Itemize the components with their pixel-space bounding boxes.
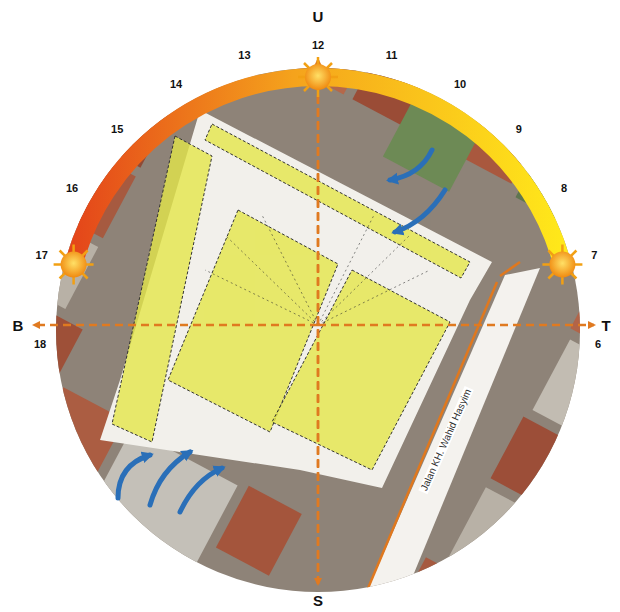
sun-icon <box>60 251 88 279</box>
aerial-photo <box>318 235 410 325</box>
wind-arrow <box>390 150 432 180</box>
hour-number: 18 <box>34 339 46 350</box>
wind-arrow <box>395 190 445 232</box>
compass-letter: S <box>313 593 323 608</box>
aerial-photo <box>125 18 211 108</box>
hour-number: 8 <box>561 183 567 194</box>
sun-icon <box>54 245 94 285</box>
aerial-photo <box>0 297 83 383</box>
aerial-photo <box>599 189 620 270</box>
aerial-photo <box>533 339 620 438</box>
aerial-photo <box>491 417 586 512</box>
aerial-photo <box>40 50 600 610</box>
aerial-photo <box>205 270 318 325</box>
sun-icon <box>542 245 582 285</box>
compass-axis <box>318 324 594 327</box>
compass-axis <box>317 70 320 584</box>
sun-icon <box>304 63 332 91</box>
aerial-photo <box>318 215 374 325</box>
hour-number: 6 <box>595 339 601 350</box>
hour-number: 11 <box>386 50 398 61</box>
compass-letter: T <box>601 318 610 333</box>
wind-arrow <box>118 150 445 512</box>
compass-axis <box>34 60 594 584</box>
aerial-photo <box>318 270 430 325</box>
sun-icon <box>298 57 338 97</box>
compass-axis <box>317 60 320 584</box>
hour-number: 12 <box>312 40 324 51</box>
sun-icon <box>305 64 331 90</box>
sun-path <box>74 77 563 265</box>
hour-number: 13 <box>238 50 250 61</box>
hour-number: 10 <box>454 79 466 90</box>
sun-icon <box>542 245 582 285</box>
sun-icon <box>298 57 338 97</box>
aerial-photo <box>448 487 547 590</box>
sun-icon <box>549 252 575 278</box>
sun-icon <box>61 252 87 278</box>
hour-number: 15 <box>111 124 123 135</box>
sun-icon <box>548 251 576 279</box>
sun-icon <box>54 57 583 285</box>
aerial-photo <box>216 486 302 576</box>
aerial-photo <box>112 124 470 470</box>
aerial-photo <box>100 110 492 488</box>
compass-letter: B <box>13 318 24 333</box>
hour-number: 9 <box>516 124 522 135</box>
hour-number: 16 <box>66 183 78 194</box>
sun-icon <box>54 245 94 285</box>
compass-letter: U <box>313 9 324 24</box>
aerial-photo <box>225 235 318 325</box>
aerial-photo <box>500 262 520 276</box>
wind-arrow <box>150 452 190 505</box>
wind-arrow <box>118 455 150 498</box>
hour-number: 7 <box>591 250 597 261</box>
wind-arrow <box>180 468 222 512</box>
aerial-photo <box>272 270 450 470</box>
aerial-photo <box>218 0 306 66</box>
sun-icon <box>60 251 88 279</box>
aerial-photo <box>262 215 318 325</box>
hour-number: 14 <box>170 79 182 90</box>
sun-icon <box>548 251 576 279</box>
compass-axis <box>34 324 318 327</box>
hour-number: 17 <box>36 250 48 261</box>
aerial-photo <box>112 136 212 442</box>
sun-icon <box>304 63 332 91</box>
